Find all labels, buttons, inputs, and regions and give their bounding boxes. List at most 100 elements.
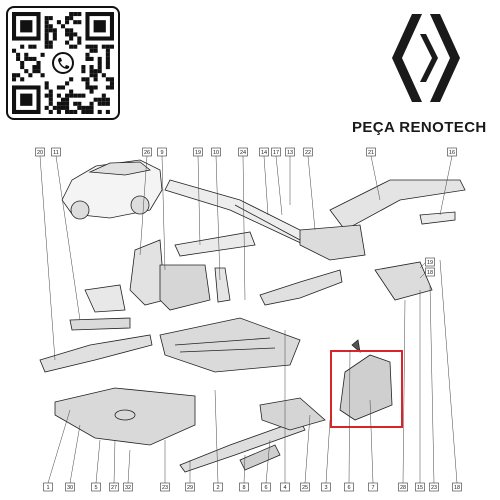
leader-line <box>439 155 453 216</box>
callout-right-label: 18 <box>427 270 433 276</box>
leader-line <box>304 414 311 484</box>
callout-bottom-label: 6 <box>347 485 350 491</box>
qr-code <box>6 6 120 120</box>
highlighted-part-frame <box>330 350 403 428</box>
callout-box <box>280 482 290 492</box>
leader-line <box>161 155 166 271</box>
leader-line <box>95 439 101 484</box>
callout-box <box>185 482 195 492</box>
callout-box <box>452 482 462 492</box>
callout-box <box>211 147 221 157</box>
callout-box <box>193 147 203 157</box>
callout-box <box>157 147 167 157</box>
callout-top-label: 14 <box>261 150 267 156</box>
leader-line <box>127 449 131 484</box>
callout-bottom-label: 5 <box>94 485 97 491</box>
callout-bottom-label: 1 <box>46 485 49 491</box>
callout-box <box>109 482 119 492</box>
callout-top-label: 11 <box>53 150 59 156</box>
callout-box <box>300 482 310 492</box>
callout-box <box>65 482 75 492</box>
leader-line <box>243 454 246 484</box>
callout-bottom-label: 30 <box>67 485 73 491</box>
callout-box <box>447 147 457 157</box>
callout-bottom-label: 4 <box>283 485 286 491</box>
leader-line <box>47 409 71 484</box>
car-illustration <box>61 159 163 220</box>
callout-box <box>238 147 248 157</box>
callout-box <box>368 482 378 492</box>
leader-line <box>197 155 201 246</box>
callout-top-label: 22 <box>305 150 311 156</box>
callout-box <box>91 482 101 492</box>
callout-box <box>160 482 170 492</box>
leader-line <box>370 155 381 201</box>
callout-bottom-label: 18 <box>454 485 460 491</box>
leader-line <box>275 155 283 216</box>
leader-line <box>242 155 246 301</box>
leader-line <box>113 439 116 484</box>
callout-box <box>321 482 331 492</box>
leader-line <box>265 439 271 484</box>
callout-bottom-label: 6 <box>264 485 267 491</box>
callout-top-label: 26 <box>144 150 150 156</box>
callout-box <box>425 257 435 267</box>
callout-box <box>213 482 223 492</box>
callout-box <box>398 482 408 492</box>
callout-bottom-label: 27 <box>111 485 117 491</box>
callout-top-label: 16 <box>449 150 455 156</box>
callout-box <box>259 147 269 157</box>
leader-line <box>214 389 219 484</box>
callout-box <box>123 482 133 492</box>
leader-line <box>69 424 81 484</box>
leader-line <box>55 155 81 321</box>
renault-diamond-logo <box>392 14 460 102</box>
callout-bottom-label: 23 <box>431 485 437 491</box>
callout-top-label: 10 <box>213 150 219 156</box>
leader-line <box>263 155 269 216</box>
callout-box <box>239 482 249 492</box>
callout-box <box>425 267 435 277</box>
callout-bottom-label: 28 <box>400 485 406 491</box>
callout-top-label: 20 <box>37 150 43 156</box>
leader-line <box>139 155 148 256</box>
brand-name: PEÇA RENOTECH <box>352 119 487 136</box>
callout-top-label: 19 <box>195 150 201 156</box>
leader-line <box>348 349 351 484</box>
callout-bottom-label: 25 <box>302 485 308 491</box>
callout-box <box>303 147 313 157</box>
qr-code-pattern <box>12 12 114 114</box>
leader-line <box>307 155 316 231</box>
callout-top-label: 24 <box>240 150 246 156</box>
callout-bottom-label: 8 <box>242 485 245 491</box>
callout-box <box>35 147 45 157</box>
leader-line <box>369 399 374 484</box>
callout-box <box>344 482 354 492</box>
callout-top-label: 17 <box>273 150 279 156</box>
callout-box <box>415 482 425 492</box>
callout-box <box>271 147 281 157</box>
callout-box <box>366 147 376 157</box>
callout-box <box>285 147 295 157</box>
callout-right-label: 19 <box>427 260 433 266</box>
leader-line <box>402 299 406 484</box>
callout-top-label: 21 <box>368 150 374 156</box>
callout-bottom-label: 15 <box>417 485 423 491</box>
leader-line <box>429 284 435 484</box>
callout-bottom-label: 2 <box>216 485 219 491</box>
callout-bottom-label: 23 <box>162 485 168 491</box>
callout-box <box>51 147 61 157</box>
leader-line <box>39 155 56 361</box>
callout-bottom-label: 3 <box>324 485 327 491</box>
callout-bottom-label: 7 <box>371 485 374 491</box>
whatsapp-icon <box>52 52 74 74</box>
callout-box <box>261 482 271 492</box>
leader-line <box>439 259 458 484</box>
leader-line <box>215 155 221 281</box>
callout-box <box>43 482 53 492</box>
callout-box <box>429 482 439 492</box>
callout-box <box>142 147 152 157</box>
callout-top-label: 13 <box>287 150 293 156</box>
